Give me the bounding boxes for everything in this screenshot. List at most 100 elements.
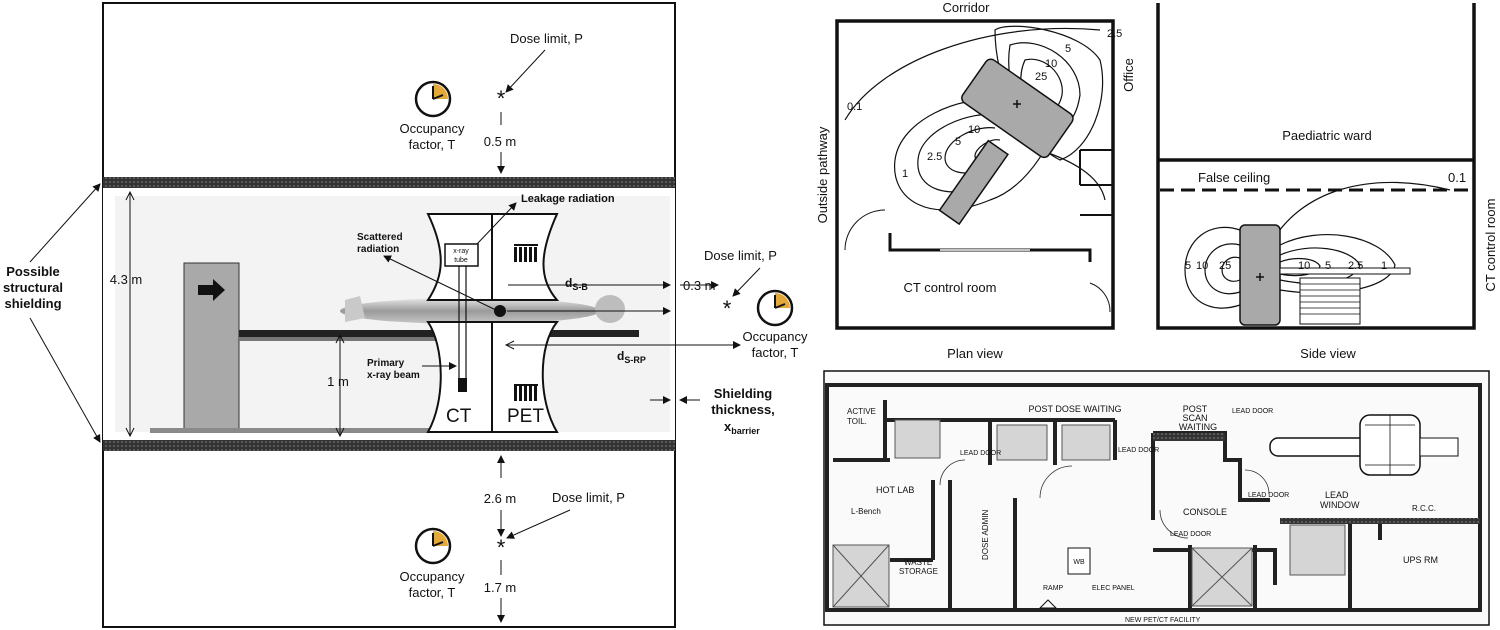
iso-1: 1 <box>902 168 908 180</box>
occupancy-label-right: Occupancy <box>742 329 808 344</box>
scattered-label-2: radiation <box>357 244 399 255</box>
floor-slab <box>103 440 675 451</box>
side-iso-5b: 5 <box>1325 260 1331 272</box>
console-label: CONSOLE <box>1183 507 1227 517</box>
reference-point-bottom: * <box>497 535 506 560</box>
dose-limit-label-right: Dose limit, P <box>704 248 777 263</box>
primary-label-2: x-ray beam <box>367 370 420 381</box>
facility-label: NEW PET/CT FACILITY <box>1125 617 1201 624</box>
shielding-thickness-2: thickness, <box>711 402 775 417</box>
floor-rail <box>150 428 430 433</box>
side-isodose-curves <box>1184 181 1451 309</box>
post-dose-waiting-label: POST DOSE WAITING <box>1028 404 1121 414</box>
floor-plan-frame <box>823 370 1490 626</box>
ramp-label: RAMP <box>1043 585 1064 592</box>
occupancy-label-top: Occupancy <box>399 121 465 136</box>
false-ceiling-label: False ceiling <box>1198 170 1270 185</box>
active-toil-label-1: ACTIVE <box>847 407 876 416</box>
pet-ct-gantry: x-ray tube CT PET <box>426 213 560 433</box>
shielding-thickness-1: Shielding <box>714 386 773 401</box>
source-point <box>494 305 506 317</box>
reference-point-top: * <box>497 86 506 111</box>
patient-figure <box>340 295 625 324</box>
side-ct-control-room-label: CT control room <box>1483 199 1498 292</box>
side-iso-0-1: 0.1 <box>1448 170 1466 185</box>
side-iso-25: 25 <box>1219 260 1231 272</box>
dose-limit-label-bottom: Dose limit, P <box>552 490 625 505</box>
iso-0-1: 0.1 <box>847 101 862 113</box>
room-height-label: 4.3 m <box>110 272 143 287</box>
side-room-wall <box>1156 3 1476 330</box>
post-scan-waiting-label-2: SCAN <box>1182 413 1207 423</box>
d-srp-label: dS-RP <box>617 349 646 365</box>
office-label: Office <box>1121 58 1136 92</box>
waste-storage-label-2: STORAGE <box>899 567 938 576</box>
scattered-label-1: Scattered <box>357 232 403 243</box>
lead-door-label-4: LEAD DOOR <box>1248 492 1289 499</box>
lead-door-label-5: LEAD DOOR <box>1170 531 1211 538</box>
dose-arrow-top <box>505 49 546 93</box>
shielding-label-2: structural <box>3 280 63 295</box>
ceiling-slab <box>103 177 675 188</box>
iso-2-5: 2.5 <box>1107 28 1122 40</box>
ct-control-room-label: CT control room <box>904 280 997 295</box>
side-iso-2-5: 2.5 <box>1348 260 1363 272</box>
side-iso-5: 5 <box>1185 260 1191 272</box>
xray-tube-label-1: x-ray <box>453 248 469 255</box>
rcc-label: R.C.C. <box>1412 504 1436 513</box>
distance-top: 0.5 m <box>484 134 517 149</box>
post-scan-waiting-label-3: WAITING <box>1179 422 1217 432</box>
leakage-label: Leakage radiation <box>521 193 615 205</box>
x-barrier-label: xbarrier <box>724 419 760 436</box>
hot-lab-label: HOT LAB <box>876 485 914 495</box>
active-toil-label-2: TOIL. <box>847 417 867 426</box>
occupancy-label-top-2: factor, T <box>409 137 456 152</box>
iso-5b: 5 <box>955 136 961 148</box>
clock-icon <box>414 527 452 565</box>
paediatric-ward-label: Paediatric ward <box>1282 128 1372 143</box>
side-table <box>1279 267 1411 325</box>
occupancy-label-bottom-2: factor, T <box>409 585 456 600</box>
distance-below-1: 2.6 m <box>484 491 517 506</box>
reference-point-right: * <box>723 296 732 321</box>
waste-storage-label-1: WASTE <box>904 558 932 567</box>
lead-window-label-2: WINDOW <box>1320 500 1360 510</box>
wb-box <box>1067 547 1091 575</box>
shielding-label-1: Possible <box>6 264 59 279</box>
outside-pathway-label: Outside pathway <box>815 126 830 223</box>
occupancy-label-bottom: Occupancy <box>399 569 465 584</box>
side-view-caption: Side view <box>1300 346 1356 361</box>
l-bench-label: L-Bench <box>851 507 881 516</box>
distance-right: 0.3 m <box>683 278 716 293</box>
plan-view-caption: Plan view <box>947 346 1003 361</box>
iso-2-5b: 2.5 <box>927 151 942 163</box>
iso-5: 5 <box>1065 43 1071 55</box>
iso-10b: 10 <box>968 124 980 136</box>
plan-room-wall <box>835 19 1115 330</box>
side-iso-1: 1 <box>1381 260 1387 272</box>
shielding-diagram: Occupancy factor, T Dose limit, P * 0.5 … <box>3 2 808 628</box>
pet-label: PET <box>507 406 544 427</box>
pet-ct-scanner-plan <box>1269 414 1459 476</box>
d-sb-label: dS-B <box>565 276 588 292</box>
lead-door-label-1: LEAD DOOR <box>1232 408 1273 415</box>
shielding-label-3: shielding <box>4 296 61 311</box>
direction-arrow-icon <box>198 279 225 301</box>
clock-icon <box>414 80 452 118</box>
elec-panel-label: ELEC PANEL <box>1092 585 1135 592</box>
dose-limit-label-top: Dose limit, P <box>510 31 583 46</box>
side-iso-10b: 10 <box>1298 260 1310 272</box>
corridor-label: Corridor <box>943 0 991 15</box>
wb-label: WB <box>1073 559 1085 566</box>
lead-window-label-1: LEAD <box>1325 490 1349 500</box>
ct-scanner-plan <box>938 58 1074 226</box>
xray-tube-label-2: tube <box>454 257 468 264</box>
facility-floor-plan: ACTIVE TOIL. POST DOSE WAITING POST SCAN… <box>823 370 1490 626</box>
lead-door-label-3: LEAD DOOR <box>1118 447 1159 454</box>
ramp-icon <box>1038 599 1058 609</box>
distance-below-2: 1.7 m <box>484 580 517 595</box>
ct-label: CT <box>446 406 472 427</box>
iso-10: 10 <box>1045 58 1057 70</box>
ups-rm-label: UPS RM <box>1403 555 1438 565</box>
